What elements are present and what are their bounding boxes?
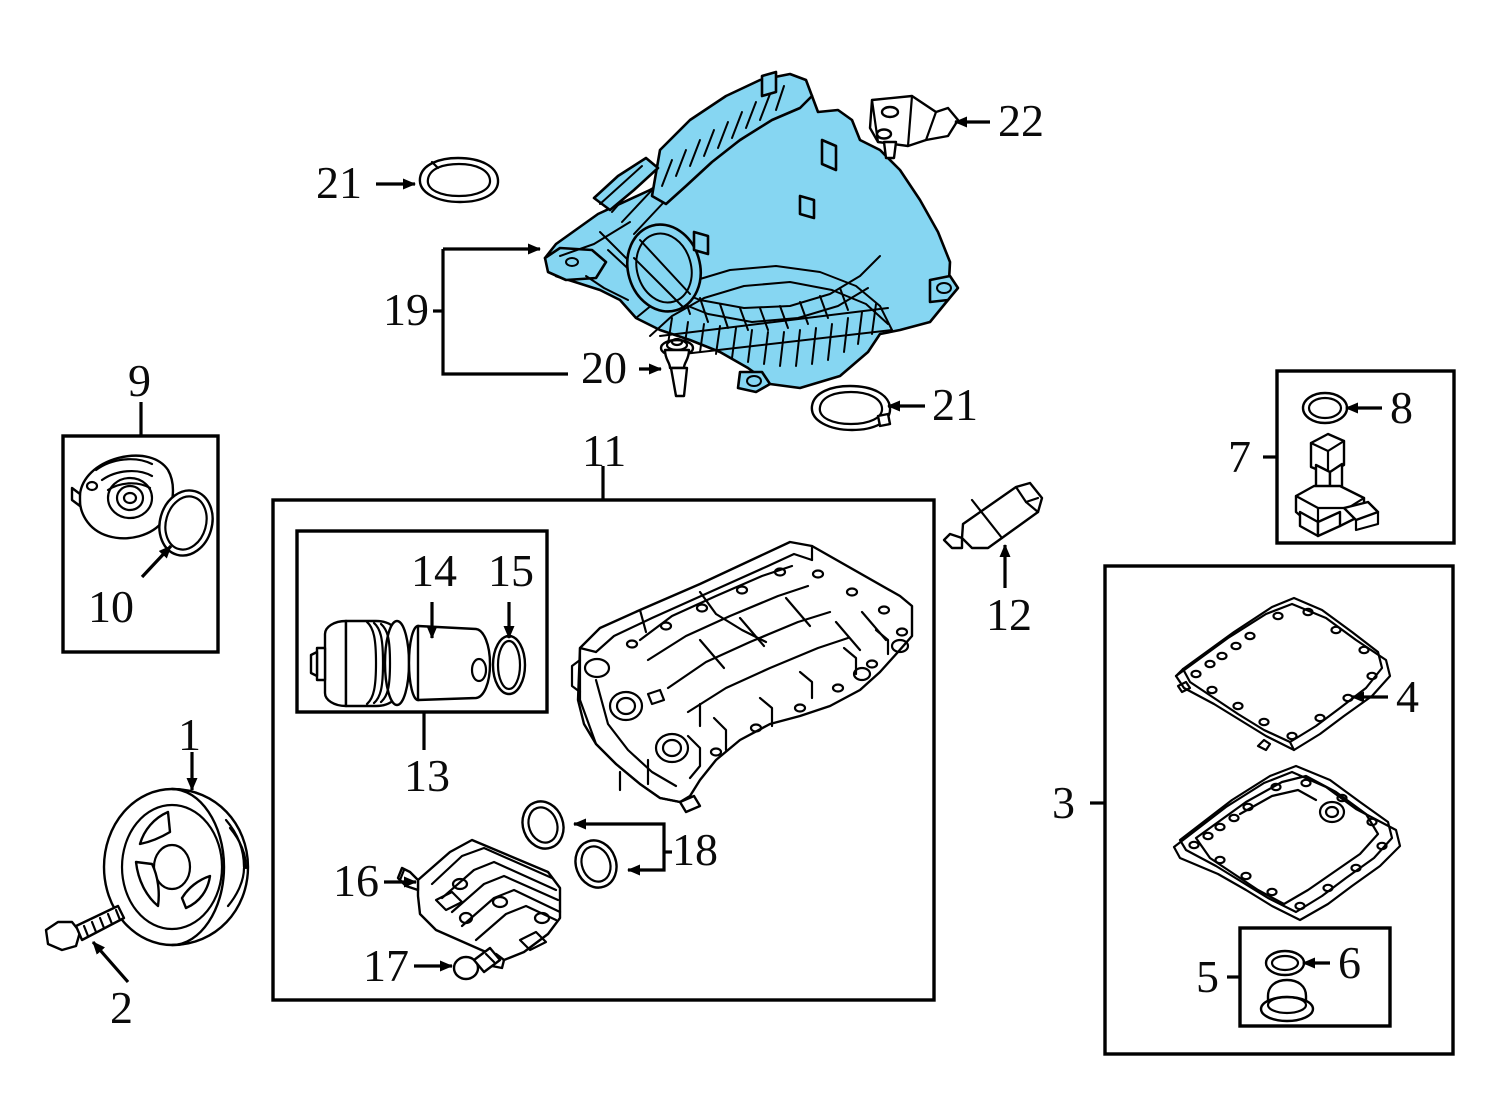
intake-manifold-part [543,70,960,394]
callout-6[interactable]: 6 [1338,937,1361,988]
oil-filter-element-part [407,624,492,702]
callout-1[interactable]: 1 [178,709,201,760]
callout-11[interactable]: 11 [582,425,627,476]
intake-manifold-bolt-part [659,337,695,398]
callout-17[interactable]: 17 [363,940,409,991]
box-13-oil-filter [295,529,549,714]
oil-level-sensor-o-ring-part [1301,391,1349,425]
callout-16[interactable]: 16 [333,855,379,906]
callout-10[interactable]: 10 [88,581,134,632]
intake-manifold-gasket-upper [418,156,500,204]
callout-2[interactable]: 2 [110,982,133,1033]
box-3-oil-pan [1103,564,1455,1056]
leader-19b [441,249,568,376]
leader-18b [627,852,666,876]
callout-7[interactable]: 7 [1228,431,1251,482]
callout-15[interactable]: 15 [488,545,534,596]
callout-18[interactable]: 18 [672,824,718,875]
sealant-tube-part [942,481,1044,550]
intake-manifold-sensor-part [868,94,960,160]
engine-oil-cooler-part [396,838,562,970]
leader-2 [91,940,130,984]
callout-9[interactable]: 9 [128,355,151,406]
drain-plug-seal-part [1264,949,1306,977]
engine-block-oil-pan-part [570,540,914,814]
drain-plug-part [1259,978,1315,1023]
callout-22[interactable]: 22 [998,95,1044,146]
callout-3[interactable]: 3 [1052,777,1075,828]
callout-19[interactable]: 19 [383,284,429,335]
callout-8[interactable]: 8 [1390,382,1413,433]
oil-cooler-bolt-part [452,946,502,981]
thermostat-housing-part [70,454,175,540]
callout-13[interactable]: 13 [404,750,450,801]
callout-21-lower[interactable]: 21 [932,379,978,430]
leader-18a [573,818,666,852]
oil-cooler-seal-lower [574,839,618,889]
callout-21-upper[interactable]: 21 [316,157,362,208]
callout-4[interactable]: 4 [1396,671,1419,722]
pulley-bolt-part [44,904,126,952]
oil-filter-o-ring-part [491,634,527,696]
intake-manifold-gasket-lower [810,384,892,432]
oil-pan-part [1172,764,1402,922]
crankshaft-pulley-part [102,787,250,947]
callout-5[interactable]: 5 [1196,951,1219,1002]
callout-12[interactable]: 12 [986,589,1032,640]
oil-filter-housing-part [309,619,411,708]
oil-pan-gasket-part [1174,596,1392,752]
oil-level-sensor-part [1294,432,1380,538]
oil-cooler-seal-upper [521,800,565,850]
leader-10 [140,544,173,579]
callout-20[interactable]: 20 [581,342,627,393]
thermostat-seal-part [158,489,214,557]
callout-14[interactable]: 14 [411,545,457,596]
